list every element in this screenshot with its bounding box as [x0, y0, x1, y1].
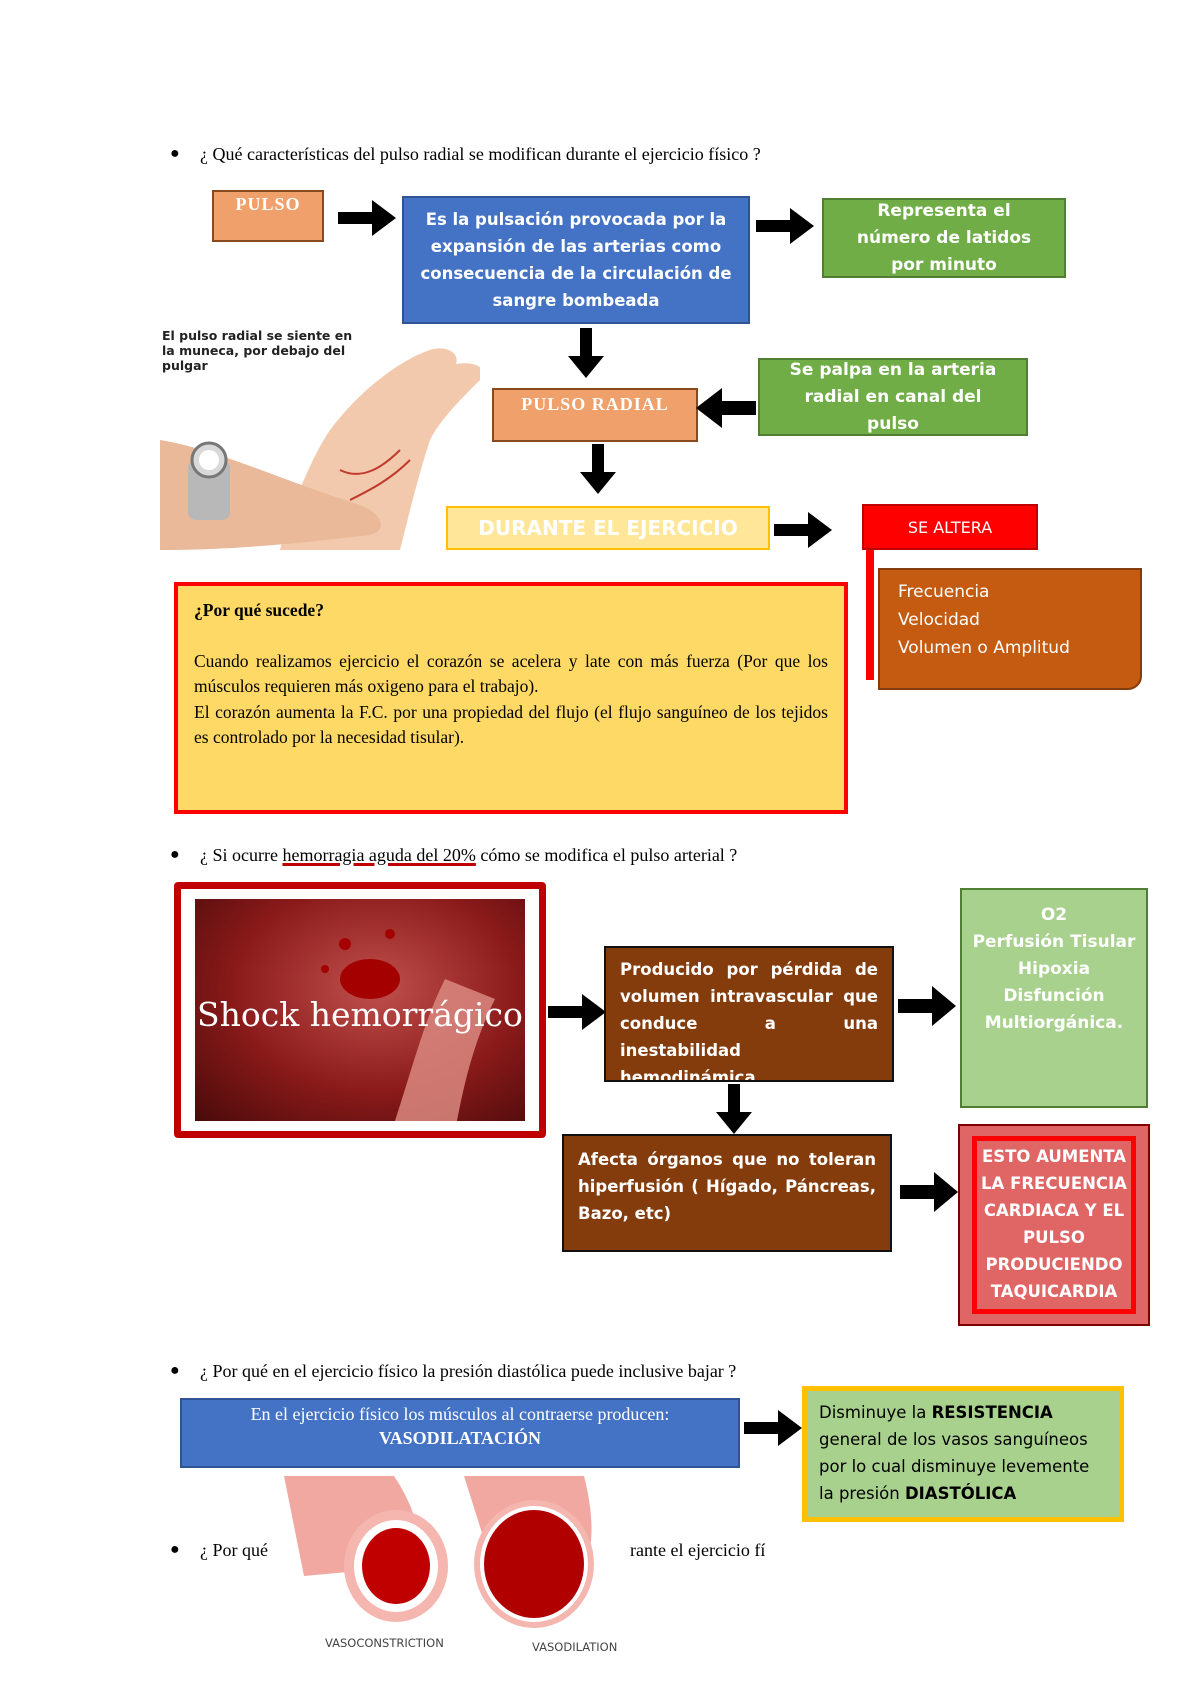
arrow-down-icon [716, 1084, 752, 1134]
arrow-right-icon [898, 986, 956, 1026]
wrist-caption: El pulso radial se siente en la muneca, … [162, 328, 353, 373]
palpa-box: Se palpa en la arteria radial en canal d… [758, 358, 1028, 436]
altera-list-box: Frecuencia Velocidad Volumen o Amplitud [878, 568, 1142, 690]
altera-item: Frecuencia [898, 582, 990, 602]
pulso-box: PULSO [212, 190, 324, 242]
bullet: ● [170, 1541, 180, 1558]
shock-image-frame: Shock hemorrágico. [174, 882, 546, 1138]
question-4-end: rante el ejercicio fí [630, 1540, 766, 1560]
bullet: ● [170, 145, 180, 162]
latidos-box: Representa el número de latidos por minu… [822, 198, 1066, 278]
disminuye-box: Disminuye la RESISTENCIA general de los … [802, 1386, 1124, 1522]
question-4-start: ¿ Por qué [200, 1540, 268, 1560]
vessels-illustration [284, 1476, 630, 1656]
bullet: ● [170, 1362, 180, 1379]
arrow-right-icon [900, 1172, 958, 1212]
pulso-definition-box: Es la pulsación provocada por la expansi… [402, 196, 750, 324]
producido-box: Producido por pérdida de volumen intrava… [604, 946, 894, 1082]
por-que-paragraph-2: El corazón aumenta la F.C. por una propi… [194, 701, 828, 748]
o2-box: O2 Perfusión Tisular Hipoxia Disfunción … [960, 888, 1148, 1108]
afecta-box: Afecta órganos que no toleran hiperfusió… [562, 1134, 892, 1252]
shock-image: Shock hemorrágico. [195, 899, 525, 1121]
question-1: ¿ Qué características del pulso radial s… [200, 144, 761, 164]
esto-aumenta-box: ESTO AUMENTA LA FRECUENCIA CARDIACA Y EL… [972, 1136, 1136, 1314]
vasoconstriction-label: VASOCONSTRICTION [325, 1636, 444, 1650]
esto-aumenta-outer: ESTO AUMENTA LA FRECUENCIA CARDIACA Y EL… [958, 1124, 1150, 1326]
por-que-paragraph-1: Cuando realizamos ejercicio el corazón s… [194, 650, 828, 697]
altera-item: Volumen o Amplitud [898, 638, 1070, 658]
se-altera-box: SE ALTERA [862, 504, 1038, 550]
question-2: ¿ Si ocurre hemorragia aguda del 20% cóm… [200, 845, 738, 865]
wrist-pulse-illustration [160, 348, 480, 550]
pulso-radial-box: PULSO RADIAL [492, 388, 698, 442]
arrow-right-icon [774, 512, 832, 548]
blood-vessel-illustration [321, 929, 495, 1121]
altera-item: Velocidad [898, 610, 980, 630]
durante-ejercicio-box: DURANTE EL EJERCICIO [446, 506, 770, 550]
red-connector [866, 550, 874, 680]
arrow-right-icon [548, 994, 606, 1030]
arrow-left-icon [696, 388, 756, 428]
por-que-sucede-box: ¿Por qué sucede? Cuando realizamos ejerc… [174, 582, 848, 814]
vasodilatacion-title: VASODILATACIÓN [378, 1428, 542, 1448]
arrow-right-icon [338, 200, 396, 236]
arrow-right-icon [756, 208, 814, 244]
por-que-title: ¿Por qué sucede? [194, 600, 324, 620]
underlined-hemorragia: hemorragia aguda del 20% [282, 845, 476, 865]
vasodilatacion-box: En el ejercicio físico los músculos al c… [180, 1398, 740, 1468]
question-3: ¿ Por qué en el ejercicio físico la pres… [200, 1361, 737, 1381]
arrow-down-icon [568, 328, 604, 378]
arrow-right-icon [744, 1410, 802, 1446]
vasodilation-label: VASODILATION [532, 1640, 618, 1654]
bullet: ● [170, 846, 180, 863]
shock-label: Shock hemorrágico. [197, 995, 525, 1034]
arrow-down-icon [580, 444, 616, 494]
